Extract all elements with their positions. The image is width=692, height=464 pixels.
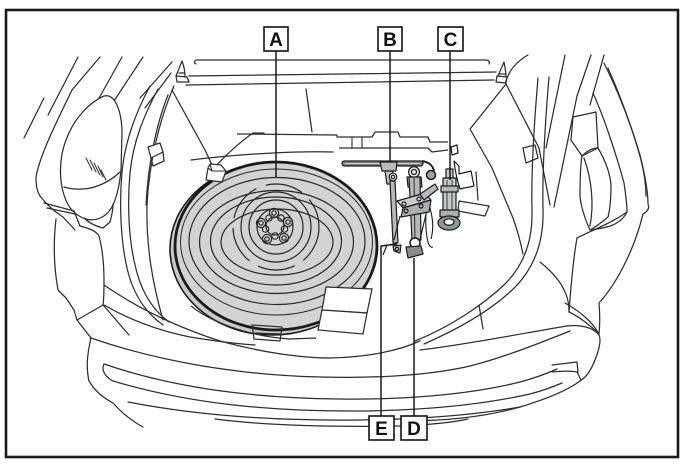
svg-text:E: E: [375, 419, 388, 440]
svg-text:C: C: [444, 30, 458, 51]
svg-text:D: D: [407, 419, 421, 440]
svg-text:B: B: [383, 30, 397, 51]
svg-text:A: A: [269, 30, 283, 51]
